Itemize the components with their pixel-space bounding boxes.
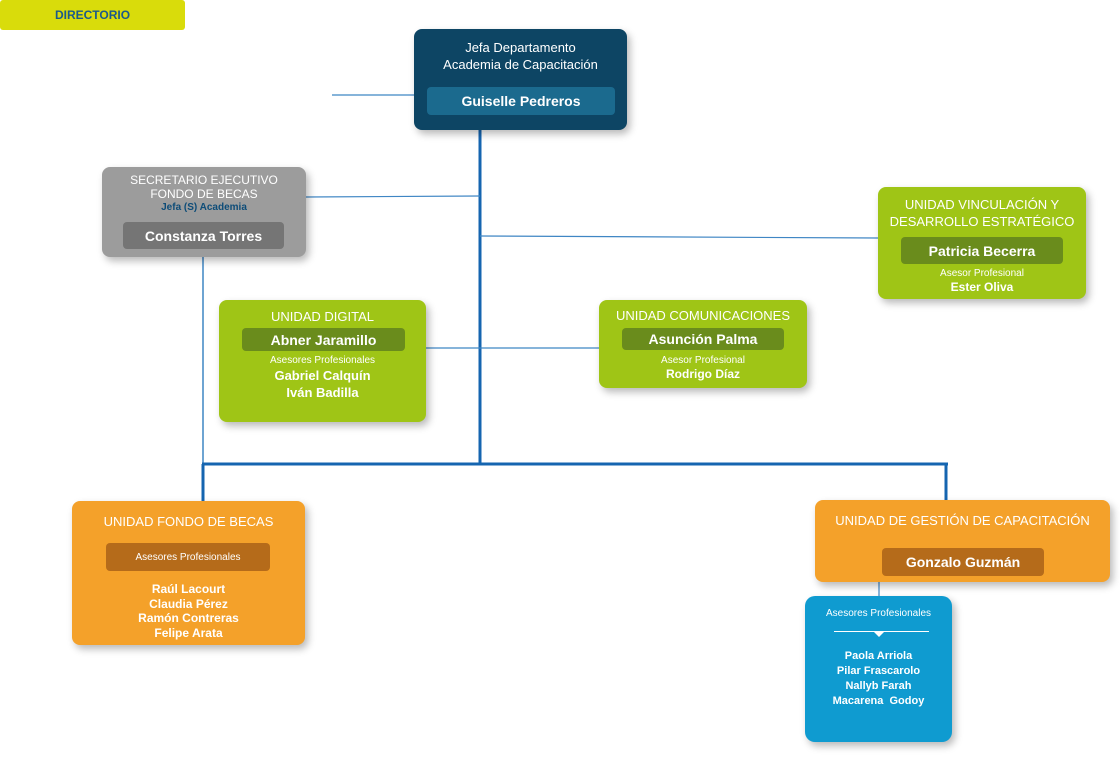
asesores-gestion-label: Asesores Profesionales — [825, 608, 932, 619]
secretario-title-line2: FONDO DE BECAS — [150, 187, 258, 201]
asesores-gestion-advisor-2: Pilar Frascarolo — [836, 665, 921, 677]
jefa-title-line2: Academia de Capacitación — [443, 57, 598, 72]
unidad-comunicaciones-box: UNIDAD COMUNICACIONES Asunción Palma Ase… — [599, 300, 807, 388]
directorio-box: DIRECTORIO — [0, 0, 185, 30]
fondo-advisor-2: Claudia Pérez — [149, 596, 228, 611]
unidad-vinculacion-box: UNIDAD VINCULACIÓN Y DESARROLLO ESTRATÉG… — [878, 187, 1086, 299]
asesores-gestion-advisor-3: Nallyb Farah — [845, 680, 912, 692]
digital-advisor-label: Asesores Profesionales — [269, 355, 376, 366]
secretario-ejecutivo-box: SECRETARIO EJECUTIVO FONDO DE BECAS Jefa… — [102, 167, 306, 257]
digital-title: UNIDAD DIGITAL — [270, 309, 375, 324]
vinculacion-advisor-label: Asesor Profesional — [940, 268, 1024, 279]
comunicaciones-advisor-name: Rodrigo Díaz — [666, 367, 740, 381]
unidad-fondo-becas-box: UNIDAD FONDO DE BECAS Asesores Profesion… — [72, 501, 305, 645]
comunicaciones-name: Asunción Palma — [622, 328, 784, 350]
digital-advisor-1: Gabriel Calquín — [274, 368, 371, 383]
unidad-digital-box: UNIDAD DIGITAL Abner Jaramillo Asesores … — [219, 300, 426, 422]
asesores-gestion-box: Asesores Profesionales Paola Arriola Pil… — [805, 596, 952, 742]
digital-name: Abner Jaramillo — [242, 328, 405, 351]
vinculacion-advisor-name: Ester Oliva — [950, 280, 1014, 294]
divider-pointer-icon — [874, 632, 884, 637]
jefa-title-line1: Jefa Departamento — [465, 40, 576, 55]
connector-secretario — [305, 195, 481, 198]
asesores-gestion-advisor-1: Paola Arriola — [844, 650, 913, 662]
secretario-subtitle: Jefa (S) Academia — [161, 202, 247, 213]
fondo-advisor-label: Asesores Profesionales — [106, 543, 270, 571]
asesores-gestion-advisor-4: Macarena Godoy — [832, 695, 925, 707]
fondo-advisor-3: Ramón Contreras — [138, 611, 239, 626]
gestion-title: UNIDAD DE GESTIÓN DE CAPACITACIÓN — [835, 513, 1090, 528]
fondo-advisor-4: Felipe Arata — [154, 625, 223, 640]
digital-advisor-2: Iván Badilla — [286, 385, 359, 400]
connector-vinculacion — [479, 235, 879, 239]
asesores-gestion-divider — [834, 631, 929, 632]
secretario-title-line1: SECRETARIO EJECUTIVO — [130, 173, 278, 187]
comunicaciones-title: UNIDAD COMUNICACIONES — [615, 308, 791, 323]
vinculacion-title-line1: UNIDAD VINCULACIÓN Y — [904, 197, 1060, 212]
jefa-departamento-box: Jefa Departamento Academia de Capacitaci… — [414, 29, 627, 130]
vinculacion-name: Patricia Becerra — [901, 237, 1063, 264]
jefa-name: Guiselle Pedreros — [427, 87, 615, 115]
vinculacion-title-line2: DESARROLLO ESTRATÉGICO — [889, 214, 1075, 229]
gestion-name: Gonzalo Guzmán — [882, 548, 1044, 576]
comunicaciones-advisor-label: Asesor Profesional — [661, 355, 745, 366]
secretario-name: Constanza Torres — [123, 222, 284, 249]
fondo-advisor-1: Raúl Lacourt — [151, 582, 226, 596]
fondo-title: UNIDAD FONDO DE BECAS — [103, 514, 274, 529]
unidad-gestion-capacitacion-box: UNIDAD DE GESTIÓN DE CAPACITACIÓN Gonzal… — [815, 500, 1110, 582]
